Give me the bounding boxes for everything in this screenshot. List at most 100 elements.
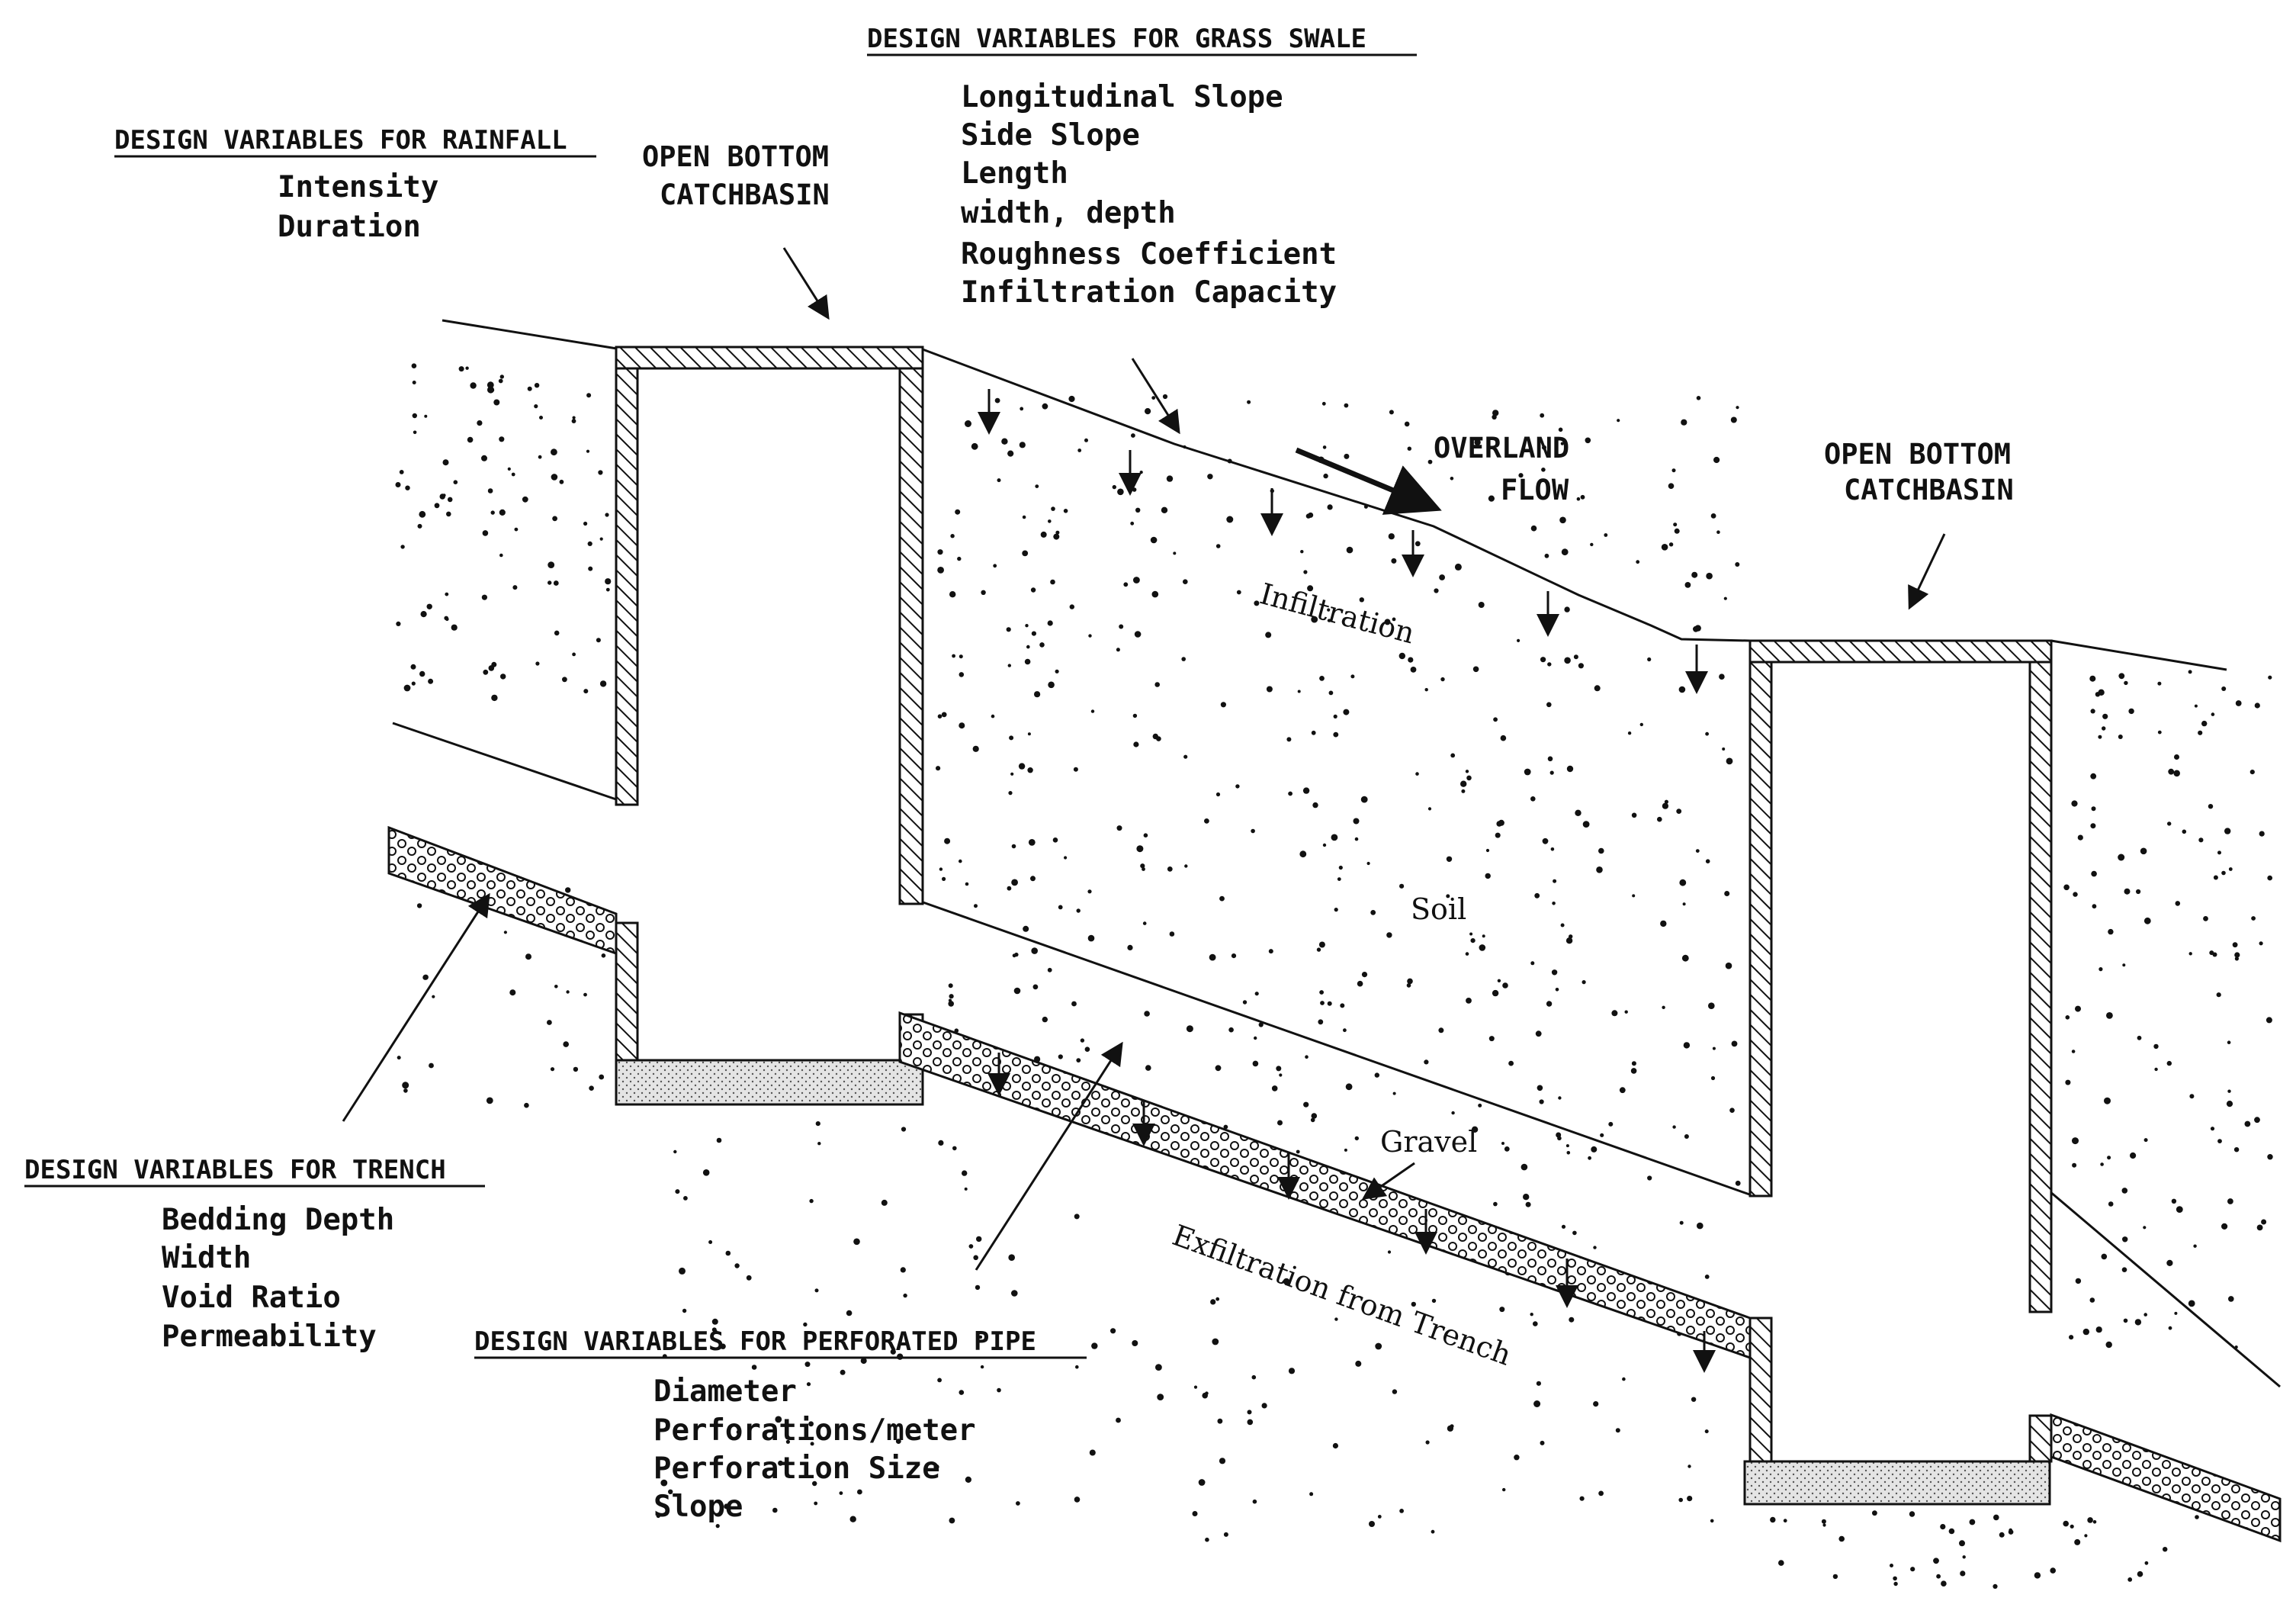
soil-speck [1662, 1005, 1665, 1010]
soil-speck [2091, 870, 2097, 877]
soil-speck [1678, 686, 1686, 693]
soil-speck [2251, 916, 2256, 921]
list-item: Infiltration Capacity [961, 275, 1337, 310]
soil-speck [1704, 1275, 1710, 1279]
soil-speck [1058, 905, 1063, 910]
soil-speck [1327, 504, 1333, 510]
soil-speck [1547, 662, 1552, 667]
soil-speck [1438, 1027, 1444, 1034]
soil-speck [1504, 1146, 1510, 1152]
soil-speck [2127, 1577, 2133, 1582]
soil-speck [1542, 445, 1546, 450]
grass-swale-heading: DESIGN VARIABLES FOR GRASS SWALE [867, 24, 1366, 54]
soil-speck [1353, 818, 1360, 825]
soil-speck [1048, 519, 1052, 523]
soil-speck [1673, 522, 1678, 527]
soil-speck [775, 1416, 782, 1423]
soil-speck [660, 1479, 668, 1487]
soil-speck [2143, 917, 2151, 924]
soil-speck [2082, 1328, 2089, 1336]
soil-speck [1331, 834, 1338, 841]
soil-speck [1388, 533, 1395, 540]
soil-speck [1392, 1091, 1396, 1095]
soil-speck [1022, 515, 1026, 519]
soil-speck [2232, 942, 2238, 948]
soil-speck [539, 416, 543, 420]
soil-speck [814, 1501, 818, 1506]
soil-speck [552, 516, 557, 522]
soil-speck [1434, 588, 1439, 593]
soil-speck [890, 1349, 896, 1355]
soil-speck [1361, 972, 1368, 978]
soil-speck [1627, 731, 1632, 735]
soil-speck [2224, 828, 2231, 834]
soil-speck [458, 366, 464, 372]
soil-speck [1074, 1497, 1081, 1503]
soil-speck [2075, 1005, 2081, 1012]
soil-speck [2198, 837, 2204, 843]
soil-speck [1557, 1136, 1562, 1141]
soil-speck [981, 590, 986, 595]
soil-speck [1377, 1515, 1382, 1519]
soil-speck [2121, 1267, 2127, 1272]
soil-speck [1399, 883, 1405, 889]
catchbasin-left-label-line1: OPEN BOTTOM [642, 140, 829, 173]
soil-speck [1624, 1010, 1628, 1014]
soil-speck [587, 541, 592, 547]
soil-speck [566, 990, 570, 994]
soil-speck [1495, 832, 1501, 838]
soil-speck [1074, 1214, 1080, 1220]
soil-speck [550, 1067, 555, 1072]
soil-speck [1231, 953, 1237, 959]
soil-speck [1593, 1401, 1599, 1407]
soil-speck [952, 1146, 957, 1151]
soil-speck [1300, 550, 1304, 554]
soil-speck [1132, 487, 1137, 492]
soil-speck [403, 1088, 408, 1093]
soil-speck [1493, 717, 1498, 722]
soil-speck [1075, 1365, 1079, 1369]
soil-speck [1140, 863, 1145, 869]
soil-speck [428, 678, 434, 684]
soil-speck [2137, 1570, 2143, 1577]
soil-speck [1374, 1072, 1380, 1078]
soil-speck [500, 674, 506, 680]
soil-speck [1535, 1030, 1542, 1037]
soil-speck [1410, 667, 1417, 673]
soil-speck [482, 530, 489, 536]
soil-speck [451, 624, 458, 631]
soil-speck [815, 1121, 820, 1127]
soil-speck [1268, 949, 1273, 954]
soil-speck [405, 485, 410, 490]
soil-speck [2108, 928, 2114, 935]
grass-swale-items: Longitudinal Slope Side Slope Length wid… [961, 80, 1337, 310]
soil-speck [586, 449, 590, 453]
soil-speck [1051, 506, 1055, 511]
soil-speck [714, 1329, 718, 1334]
soil-speck [1205, 1537, 1209, 1542]
soil-speck [1450, 753, 1456, 758]
soil-speck [2063, 1520, 2069, 1527]
soil-speck [2193, 1244, 2197, 1248]
soil-speck [2095, 1326, 2102, 1333]
soil-speck [1152, 733, 1159, 740]
soil-speck [599, 537, 603, 541]
soil-speck [1207, 474, 1213, 480]
soil-speck [429, 1063, 434, 1069]
soil-speck [1822, 1523, 1826, 1527]
soil-speck [1712, 1046, 1716, 1050]
list-item: Slope [653, 1490, 743, 1524]
soil-speck [1357, 980, 1363, 987]
soil-speck [2153, 1043, 2159, 1050]
catchbasin-right-wall-left [1748, 661, 1773, 1198]
soil-speck [1704, 1429, 1709, 1434]
soil-speck [1157, 1394, 1164, 1400]
soil-speck [959, 722, 965, 729]
soil-speck [1333, 714, 1337, 719]
soil-speck [2071, 800, 2078, 807]
soil-speck [1536, 1381, 1541, 1386]
soil-speck [814, 1288, 819, 1293]
soil-speck [1047, 620, 1053, 626]
soil-speck [2065, 1079, 2071, 1085]
soil-speck [527, 386, 532, 391]
